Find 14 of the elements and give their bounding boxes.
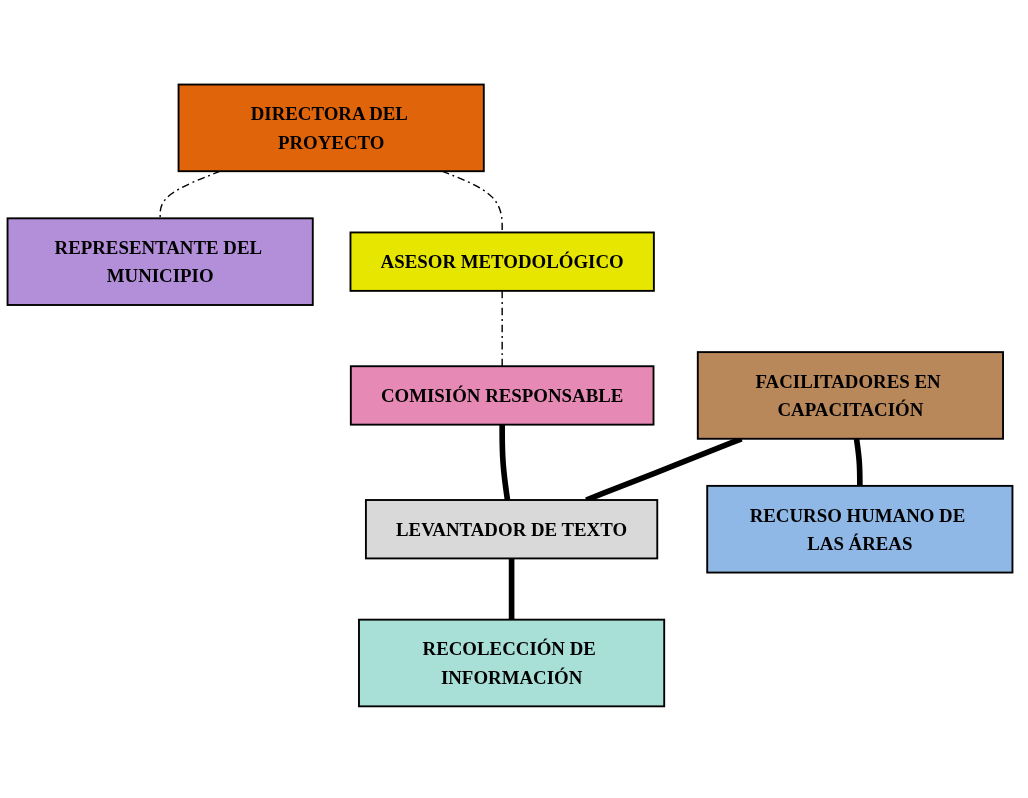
connector <box>159 170 222 219</box>
node-box: ASESOR METODOLÓGICO <box>349 231 655 292</box>
connector <box>499 424 511 500</box>
node-box: RECURSO HUMANO DE LAS ÁREAS <box>706 484 1014 574</box>
connector <box>853 437 863 486</box>
connector <box>501 289 503 367</box>
node-box: RECOLECCIÓN DE INFORMACIÓN <box>358 618 666 707</box>
connector <box>441 170 503 233</box>
node-box: COMISIÓN RESPONSABLE <box>349 364 655 426</box>
node-box: FACILITADORES EN CAPACITACIÓN <box>696 350 1004 440</box>
node-box: DIRECTORA DEL PROYECTO <box>177 83 485 172</box>
connector <box>508 558 515 620</box>
node-box: LEVANTADOR DE TEXTO <box>364 498 659 559</box>
node-box: REPRESENTANTE DEL MUNICIPIO <box>6 216 314 306</box>
